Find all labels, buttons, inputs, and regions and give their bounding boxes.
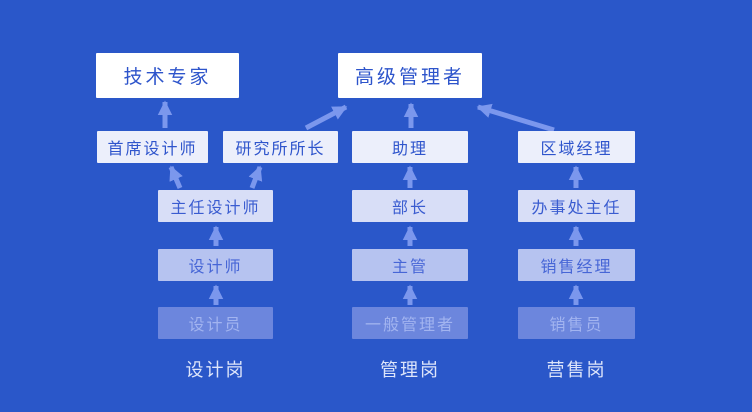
node-sales-manager: 销售经理 — [518, 249, 635, 281]
node-supervisor: 主管 — [352, 249, 468, 281]
arrow-regional-manager-to-senior-manager — [476, 103, 555, 133]
column-label-management: 管理岗 — [380, 360, 440, 381]
node-chief-designer: 首席设计师 — [97, 131, 208, 163]
node-designer: 设计师 — [158, 249, 273, 281]
column-label-sales: 营售岗 — [546, 360, 607, 381]
node-office-director: 办事处主任 — [518, 190, 635, 222]
node-department-head: 部长 — [352, 190, 468, 222]
arrow-director-designer-to-chief-designer — [168, 165, 183, 189]
node-director-designer: 主任设计师 — [158, 190, 273, 222]
node-senior-manager: 高级管理者 — [338, 53, 482, 98]
node-draftsman: 设计员 — [158, 307, 273, 339]
arrow-director-designer-to-institute-director — [248, 165, 263, 189]
node-regional-manager: 区域经理 — [518, 131, 635, 163]
column-label-design: 设计岗 — [185, 360, 246, 381]
node-assistant: 助理 — [352, 131, 468, 163]
node-general-manager: 一般管理者 — [352, 307, 468, 339]
node-tech-expert: 技术专家 — [96, 53, 239, 98]
arrow-institute-director-to-senior-manager — [304, 104, 348, 131]
node-institute-director: 研究所所长 — [223, 131, 338, 163]
node-salesperson: 销售员 — [518, 307, 635, 339]
